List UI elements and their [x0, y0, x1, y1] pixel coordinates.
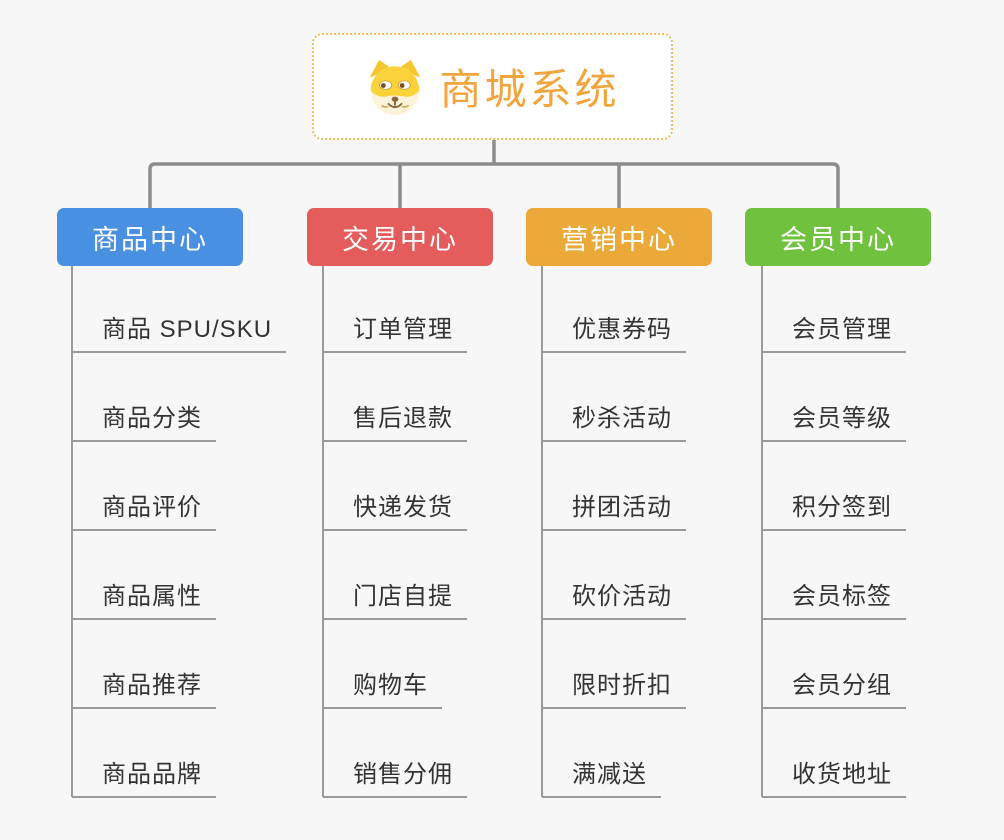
mindmap-item[interactable]: 销售分佣: [323, 760, 467, 798]
branch-bus-lines: [148, 140, 840, 208]
mindmap-item[interactable]: 商品属性: [72, 582, 216, 620]
mindmap-item[interactable]: 快递发货: [323, 493, 467, 531]
mindmap-item[interactable]: 购物车: [323, 671, 442, 709]
mindmap-item[interactable]: 商品推荐: [72, 671, 216, 709]
mindmap-item[interactable]: 拼团活动: [542, 493, 686, 531]
mindmap-item[interactable]: 门店自提: [323, 582, 467, 620]
mindmap-item[interactable]: 秒杀活动: [542, 404, 686, 442]
branch-header-marketing-center[interactable]: 营销中心: [526, 208, 712, 266]
mindmap-item[interactable]: 收货地址: [762, 760, 906, 798]
mindmap-item[interactable]: 商品分类: [72, 404, 216, 442]
mindmap-item[interactable]: 积分签到: [762, 493, 906, 531]
dog-face-icon: [365, 57, 425, 117]
mindmap-item[interactable]: 会员管理: [762, 315, 906, 353]
branch-header-member-center[interactable]: 会员中心: [745, 208, 931, 266]
mindmap-item[interactable]: 满减送: [542, 760, 661, 798]
root-node[interactable]: 商城系统: [312, 33, 673, 140]
mindmap-item[interactable]: 限时折扣: [542, 671, 686, 709]
branch-header-trade-center[interactable]: 交易中心: [307, 208, 493, 266]
mindmap-item[interactable]: 订单管理: [323, 315, 467, 353]
mindmap-item[interactable]: 会员分组: [762, 671, 906, 709]
mindmap-item[interactable]: 商品评价: [72, 493, 216, 531]
mindmap-item[interactable]: 商品 SPU/SKU: [72, 315, 287, 353]
mindmap-item[interactable]: 会员标签: [762, 582, 906, 620]
mindmap-item[interactable]: 优惠券码: [542, 315, 686, 353]
root-title: 商城系统: [439, 66, 620, 113]
mindmap-item[interactable]: 商品品牌: [72, 760, 216, 798]
branch-header-product-center[interactable]: 商品中心: [57, 208, 243, 266]
mindmap-item[interactable]: 售后退款: [323, 404, 467, 442]
mindmap-item[interactable]: 会员等级: [762, 404, 906, 442]
mindmap-item[interactable]: 砍价活动: [542, 582, 686, 620]
